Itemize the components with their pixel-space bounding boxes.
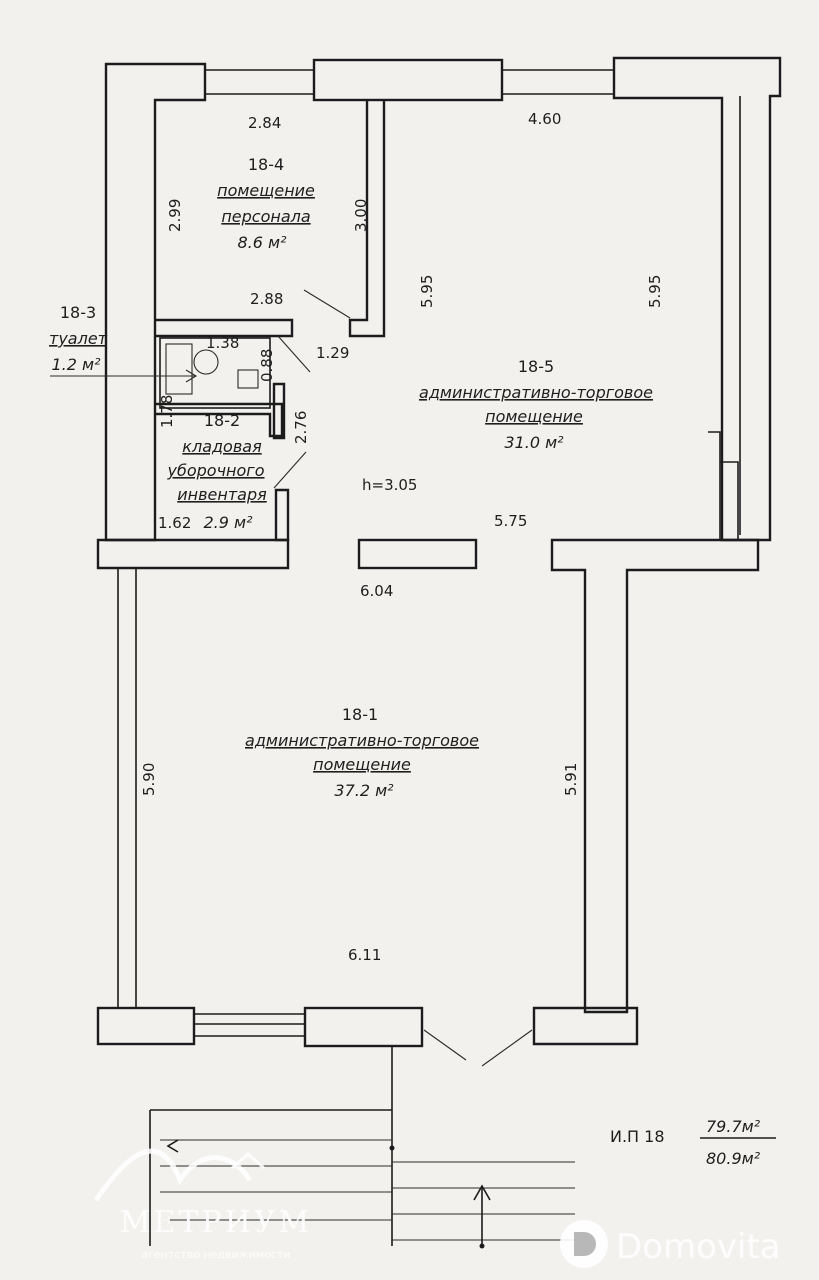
pointer-arrow-18-3 <box>185 369 198 383</box>
door-swing-entry-right <box>481 1029 533 1067</box>
room-18-2-name-line-3: инвентаря <box>177 485 267 504</box>
dim-6-11: 6.11 <box>348 946 381 964</box>
room-18-2: 18-2 кладовая уборочного инвентаря 2.9 м… <box>167 411 268 532</box>
wall-right-niche <box>708 431 739 540</box>
wall-bottom-right-pier <box>532 1006 639 1046</box>
walls <box>96 56 782 1048</box>
dim-5-75: 5.75 <box>494 512 527 530</box>
toilet-box <box>159 337 271 409</box>
window-top-left <box>205 69 314 95</box>
door-swing-entry-left <box>423 1029 467 1061</box>
room-18-4-name-line-1: помещение <box>217 181 315 200</box>
summary-label: И.П 18 <box>610 1127 665 1146</box>
room-18-3: 18-3 туалет 1.2 м² <box>49 303 108 374</box>
room-18-1-area: 37.2 м² <box>334 781 394 800</box>
room-18-4-name-line-2: персонала <box>221 207 310 226</box>
room-18-4-area: 8.6 м² <box>237 233 287 252</box>
wall-top-middle-pier <box>312 58 504 102</box>
area-summary: И.П 18 79.7м² 80.9м² <box>610 1117 776 1168</box>
window-top-right <box>502 69 614 95</box>
room-18-5-id: 18-5 <box>518 357 554 376</box>
metrium-logo-mark-icon <box>93 1148 253 1202</box>
room-18-4: 18-4 помещение персонала 8.6 м² <box>217 155 315 252</box>
room-18-5: 18-5 административно-торговое помещение … <box>419 357 653 452</box>
stairs-marker-top <box>389 1145 395 1151</box>
dim-5-91: 5.91 <box>562 763 580 796</box>
dimensions: 2.84 4.60 2.99 3.00 5.95 5.95 2.88 1.38 … <box>140 110 664 964</box>
door-swing-18-4 <box>303 289 351 319</box>
dim-2-99: 2.99 <box>166 199 184 232</box>
room-18-4-id: 18-4 <box>248 155 284 174</box>
room-18-2-name-line-2: уборочного <box>167 461 265 480</box>
wall-lower-left <box>117 568 137 1008</box>
stairs-steps-right <box>392 1161 575 1241</box>
dim-2-84: 2.84 <box>248 114 281 132</box>
dim-5-90: 5.90 <box>140 763 158 796</box>
room-18-3-id: 18-3 <box>60 303 96 322</box>
stairs-arrow-left-icon <box>166 1139 179 1153</box>
domovita-brand: Domovita <box>616 1227 781 1267</box>
dim-1-29: 1.29 <box>316 344 349 362</box>
wall-top-right-pier <box>612 56 782 542</box>
room-18-1: 18-1 административно-торговое помещение … <box>245 705 479 800</box>
stairs-marker-bottom <box>479 1243 485 1249</box>
stairs-arrow-up-icon <box>473 1184 491 1201</box>
dim-2-76: 2.76 <box>292 411 310 444</box>
metrium-brand: МЕТРИУМ <box>120 1205 312 1240</box>
room-18-1-name-line-2: помещение <box>313 755 411 774</box>
toilet-sink <box>237 369 259 389</box>
dim-1-38: 1.38 <box>206 334 239 352</box>
entrance-stairs <box>149 1046 575 1249</box>
stairs-steps-left <box>160 1139 392 1221</box>
wall-middle-left <box>96 538 290 570</box>
domovita-logo-letter-icon <box>574 1232 596 1256</box>
partition-stub-upper <box>272 382 286 440</box>
dim-1-78: 1.78 <box>158 395 176 428</box>
room-18-3-area: 1.2 м² <box>51 355 101 374</box>
partition-toilet-bottom <box>155 402 284 438</box>
dim-2-88: 2.88 <box>250 290 283 308</box>
watermark-metrium: МЕТРИУМ агентство недвижимости <box>93 1148 312 1261</box>
room-18-1-id: 18-1 <box>342 705 378 724</box>
toilet-bowl <box>193 349 219 375</box>
partition-18-4-right <box>348 100 386 338</box>
room-18-5-name-line-1: административно-торговое <box>419 383 653 402</box>
room-18-2-name-line-1: кладовая <box>182 437 262 456</box>
partition-storage-right <box>274 488 290 542</box>
metrium-house-icon <box>231 1152 265 1170</box>
toilet-fixture-outline <box>165 343 193 395</box>
wall-middle-right <box>550 538 760 1014</box>
door-swing-18-3 <box>277 335 311 373</box>
door-swings <box>50 289 533 1067</box>
window-bottom <box>194 1013 305 1037</box>
room-18-1-name-line-1: административно-торговое <box>245 731 479 750</box>
door-swing-18-2 <box>273 451 307 489</box>
partition-18-4-bottom <box>155 318 294 338</box>
room-18-2-id: 18-2 <box>204 411 240 430</box>
dim-5-95-left: 5.95 <box>418 275 436 308</box>
wall-middle-center <box>357 538 478 570</box>
room-labels: 18-4 помещение персонала 8.6 м² 18-3 туа… <box>49 155 653 800</box>
room-18-5-area: 31.0 м² <box>504 433 564 452</box>
ceiling-height: h=3.05 <box>362 476 417 494</box>
dim-0-88: 0.88 <box>258 349 276 382</box>
dim-4-60: 4.60 <box>528 110 561 128</box>
room-18-5-name-line-2: помещение <box>485 407 583 426</box>
wall-bottom-left-pier <box>96 1006 196 1046</box>
summary-area-2: 80.9м² <box>706 1149 761 1168</box>
metrium-tagline: агентство недвижимости <box>142 1248 291 1261</box>
stairs-outline-left <box>149 1109 392 1246</box>
dim-6-04: 6.04 <box>360 582 393 600</box>
dim-1-62: 1.62 <box>158 514 191 532</box>
dim-3-00: 3.00 <box>352 199 370 232</box>
wall-bottom-middle-pier <box>303 1006 424 1048</box>
room-18-3-name-line-1: туалет <box>49 329 108 348</box>
summary-area-1: 79.7м² <box>706 1117 761 1136</box>
room-18-2-area: 2.9 м² <box>203 513 253 532</box>
dim-5-95-right: 5.95 <box>646 275 664 308</box>
watermark-domovita: Domovita <box>560 1220 781 1268</box>
